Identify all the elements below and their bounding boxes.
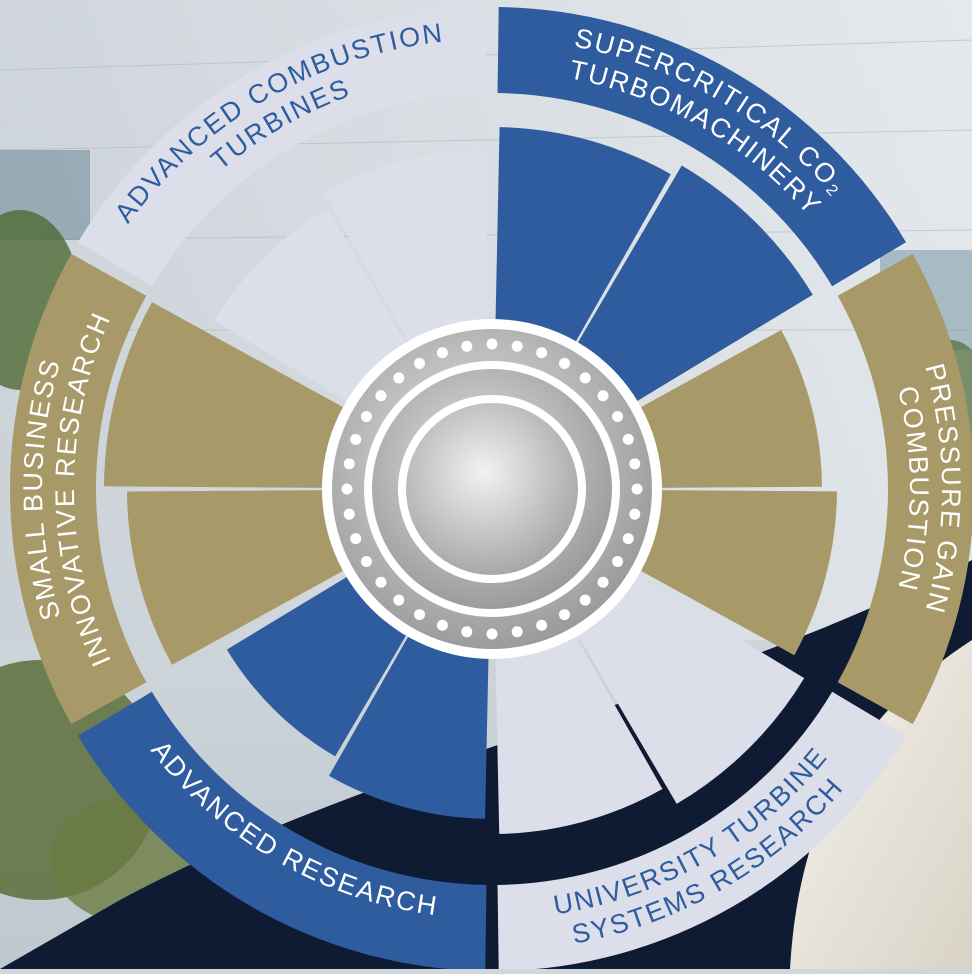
hub-dot [360,411,372,422]
hub-dot [536,619,548,631]
segment-band-small-business-innovative-research [9,253,147,725]
hub-dot [343,458,355,470]
segment-band-advanced-research [77,691,487,971]
segment-band-advanced-combustion-turbines [77,7,487,287]
hub-dot [360,556,372,567]
hub-dot [461,626,473,638]
hub-dot [597,390,609,402]
segment-wedge-university-turbine-systems-research-a [575,574,805,804]
hub-dot [622,533,634,545]
hub-dot [486,628,498,640]
segment-wedge-supercritical-co2-turbomachinery-a [495,127,671,346]
hub-dot [612,411,624,422]
hub-dot [559,357,570,369]
hub-dot [461,340,473,352]
hub-dot [341,483,353,495]
segment-wedge-small-business-innovative-research-b [104,302,348,488]
hub-dot [631,483,643,495]
cream-swoosh [790,640,972,969]
hub-dot [579,372,591,384]
segment-wedge-supercritical-co2-turbomachinery-b [575,165,813,404]
hub-dot [414,357,425,369]
center-hub [322,319,662,659]
hub-dot [436,347,448,359]
segment-wedge-pressure-gain-combustion-a [636,330,822,488]
hub-dot [436,619,448,631]
segment-wedge-small-business-innovative-research-a [127,490,348,665]
segment-band-pressure-gain-combustion [837,253,972,725]
hub-dot [393,372,405,384]
hub-core [406,403,578,575]
segment-band-supercritical-co2-turbomachinery [497,7,907,287]
hub-dot [579,594,591,606]
hub-dot [414,609,425,621]
hub-dot [350,433,362,445]
hub-dot [343,508,355,520]
hub-dot [629,458,641,470]
hub-dot [597,576,609,588]
hub-dot [612,556,624,567]
segment-wedge-advanced-combustion-turbines-a [214,208,409,404]
segment-wedge-advanced-research-a [328,632,489,819]
hub-dot [375,390,387,402]
hub-dot [559,609,570,621]
hub-dot [393,594,405,606]
hub-dot [375,576,387,588]
hub-dot [629,508,641,520]
hub-dot [622,433,634,445]
wheel [9,7,972,971]
segment-wedge-university-turbine-systems-research-b [495,632,663,834]
hub-dot [350,533,362,545]
hub-dot [511,340,523,352]
segment-wedge-advanced-combustion-turbines-b [324,149,489,346]
hub-dot [486,338,498,350]
hub-dot [511,626,523,638]
hub-dot [536,347,548,359]
segment-wedge-pressure-gain-combustion-b [636,490,837,656]
segment-band-university-turbine-systems-research [497,691,907,971]
segment-wedge-advanced-research-b [226,574,409,757]
